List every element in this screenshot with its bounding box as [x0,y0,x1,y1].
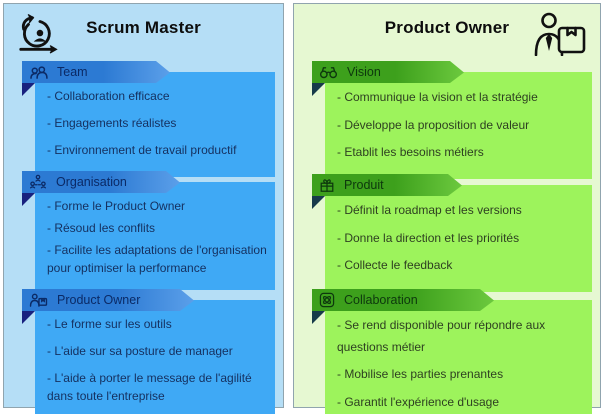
list-item: - Garantit l'expérience d'usage [337,394,500,409]
section-label: Produit [344,177,384,192]
section-label: Organisation [56,174,127,189]
panel-title: Scrum Master [86,18,201,37]
list-item: - Communique la vision et la stratégie [337,90,538,104]
organisation-banner: Organisation [22,171,180,193]
vision-banner: Vision [312,61,464,83]
list-item: - Etablit les besoins métiers [337,145,484,160]
binoculars-icon [319,65,338,79]
ribbon-fold [312,83,325,96]
team-banner: Team [22,61,170,83]
produit-card: - Définit la roadmap et les versions - D… [325,185,592,292]
product-owner-banner: Product Owner [22,289,194,311]
panel-title: Product Owner [384,18,510,37]
list-item: - Facilite les adaptations de l'organisa… [47,243,267,275]
list-item: - L'aide à porter le message de l'agilit… [47,371,252,403]
list-item: - Mobilise les parties prenantes [337,367,504,382]
ribbon-fold [312,196,325,209]
list-item: - Définit la roadmap et les versions [337,203,522,217]
interlocked-loops-icon [319,292,335,308]
person-with-package-icon [532,12,588,61]
product-owner-section-left: - Le forme sur les outils - L'aide sur s… [22,289,275,414]
scrum-master-header: Scrum Master [4,4,283,58]
list-item: - Engagements réalistes [47,116,177,130]
ribbon-fold [22,311,35,324]
org-chart-icon [29,174,47,190]
ribbon-fold [22,193,35,206]
scrum-master-panel: Scrum Master - Collaboration efficace - … [3,3,284,414]
vision-card: - Communique la vision et la stratégie -… [325,72,592,179]
list-item: - Environnement de travail productif [47,143,237,157]
team-card: - Collaboration efficace - Engagements r… [35,72,275,177]
list-item: - Donne la direction et les priorités [337,230,520,245]
list-item: - Résoud les conflits [47,221,156,235]
product-owner-header: Product Owner [294,4,600,58]
list-item: - Collaboration efficace [47,89,170,103]
list-item: - Développe la proposition de valeur [337,117,530,132]
scrum-sprint-icon [16,11,62,62]
list-item: - Le forme sur les outils [47,317,172,331]
section-label: Vision [347,64,381,79]
team-people-icon [29,65,48,80]
product-owner-card: - Le forme sur les outils - L'aide sur s… [35,300,275,414]
ribbon-fold [312,311,325,324]
list-item: - Se rend disponible pour répondre aux q… [337,318,546,354]
person-with-board-icon [29,293,48,308]
list-item: - Collecte le feedback [337,258,453,273]
collaboration-card: - Se rend disponible pour répondre aux q… [325,300,592,414]
collaboration-banner: Collaboration [312,289,494,311]
produit-section: - Définit la roadmap et les versions - D… [312,174,592,292]
section-label: Product Owner [57,292,141,307]
vision-section: - Communique la vision et la stratégie -… [312,61,592,179]
ribbon-fold [22,83,35,96]
product-owner-panel: Product Owner - Communique la vision et … [293,3,601,414]
section-label: Team [57,64,88,79]
team-section: - Collaboration efficace - Engagements r… [22,61,275,177]
list-item: - L'aide sur sa posture de manager [47,344,233,358]
gift-box-icon [319,177,335,193]
collaboration-section: - Se rend disponible pour répondre aux q… [312,289,592,414]
produit-banner: Produit [312,174,462,196]
list-item: - Forme le Product Owner [47,199,186,213]
section-label: Collaboration [344,292,418,307]
organisation-section: - Forme le Product Owner - Résoud les co… [22,171,275,290]
organisation-card: - Forme le Product Owner - Résoud les co… [35,182,275,290]
